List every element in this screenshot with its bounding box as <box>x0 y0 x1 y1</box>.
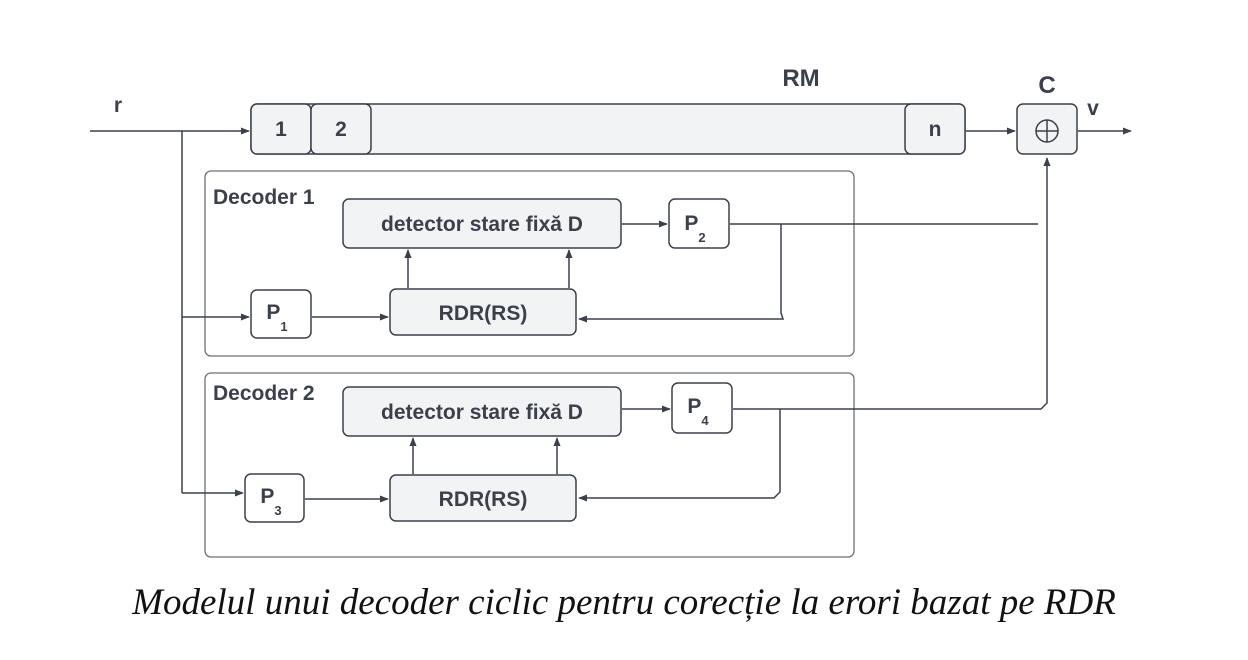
figure-caption: Modelul unui decoder ciclic pentru corec… <box>132 582 1116 623</box>
register-cell-2-label: 2 <box>335 118 347 141</box>
decoder-2-detector-label: detector stare fixă D <box>381 401 583 424</box>
decoder-1-rdr-label: RDR(RS) <box>439 302 528 325</box>
register-cell-1-label: 1 <box>275 118 287 141</box>
decoder-2-title: Decoder 2 <box>213 382 315 405</box>
register-cell-n <box>904 103 966 155</box>
decoder-1-detector-label: detector stare fixă D <box>381 213 583 236</box>
input-label: r <box>114 94 122 117</box>
decoder-2-detector <box>342 386 622 437</box>
register-cell-n-label: n <box>929 118 942 141</box>
decoder-diagram: 1 2 n RM r C v Decoder 1 detector stare … <box>90 65 1132 558</box>
decoder-1: Decoder 1 detector stare fixă D P2 RDR(R… <box>182 170 1038 357</box>
decoder-2-rdr <box>389 474 577 522</box>
decoder-2: Decoder 2 detector stare fixă D P4 RDR(R… <box>182 157 1051 558</box>
decoder-2-in-box-label: P3 <box>260 485 281 518</box>
xor-icon <box>1035 119 1059 143</box>
decoder-1-feedback-line <box>578 224 785 323</box>
decoder-2-feedback-line <box>578 409 781 502</box>
decoder-2-rdr-label: RDR(RS) <box>439 488 528 511</box>
decoder-2-frame <box>204 372 855 558</box>
decoder-1-frame <box>204 170 855 357</box>
decoder-1-in-box <box>250 289 312 339</box>
decoder-1-out-box <box>668 198 730 249</box>
decoder-1-detector <box>342 198 622 249</box>
decoder-1-out-box-label: P2 <box>684 212 705 245</box>
decoder-2-out-line <box>733 157 1051 410</box>
combiner-title: C <box>1038 72 1055 99</box>
register-cell-2 <box>310 103 372 155</box>
decoder-2-in-box <box>244 473 305 523</box>
decoder-2-out-box <box>671 382 733 434</box>
decoder-2-out-box-label: P4 <box>687 395 709 428</box>
decoder-1-title: Decoder 1 <box>213 186 315 209</box>
register-title: RM <box>782 65 819 92</box>
decoder-1-in-box-label: P1 <box>266 301 287 334</box>
output-label: v <box>1087 97 1099 120</box>
decoder-1-rdr <box>389 288 577 336</box>
